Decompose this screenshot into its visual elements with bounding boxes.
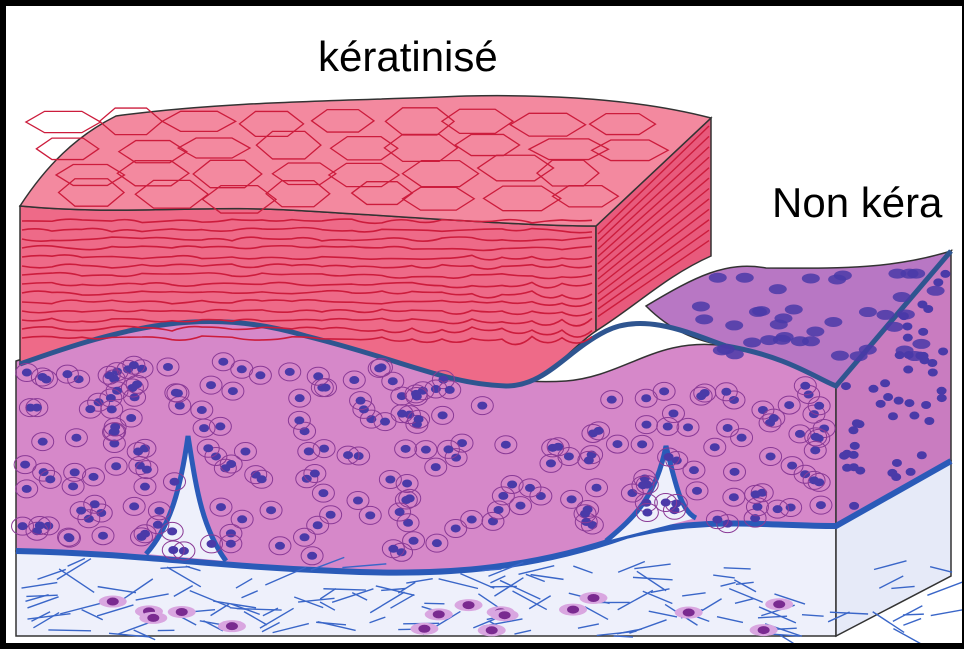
fibroblast bbox=[455, 599, 483, 611]
surface-nucleus bbox=[828, 274, 846, 284]
surface-nucleus bbox=[709, 273, 727, 283]
surface-nucleus bbox=[900, 269, 918, 279]
side-nucleus bbox=[937, 387, 947, 395]
surface-nucleus bbox=[725, 320, 743, 330]
collagen-fiber bbox=[903, 619, 921, 626]
side-nucleus bbox=[876, 400, 886, 408]
side-nucleus bbox=[904, 399, 914, 407]
side-nucleus bbox=[880, 379, 890, 387]
fibroblast bbox=[99, 596, 127, 608]
surface-nucleus bbox=[824, 317, 842, 327]
surface-nucleus bbox=[876, 310, 894, 320]
collagen-fiber bbox=[873, 612, 904, 633]
side-nucleus bbox=[841, 382, 851, 390]
surface-nucleus bbox=[912, 339, 930, 349]
surface-nucleus bbox=[774, 313, 792, 323]
collagen-fiber bbox=[931, 609, 962, 615]
non-keratinized-label: Non kéra bbox=[758, 176, 962, 232]
surface-nucleus bbox=[785, 305, 803, 315]
surface-nucleus bbox=[896, 346, 914, 356]
collagen-fiber bbox=[893, 606, 922, 622]
fibroblast bbox=[491, 609, 519, 621]
surface-nucleus bbox=[743, 337, 761, 347]
surface-nucleus bbox=[893, 292, 911, 302]
collagen-fiber bbox=[48, 630, 91, 631]
side-nucleus bbox=[940, 270, 950, 278]
surface-nucleus bbox=[760, 335, 778, 345]
side-nucleus bbox=[888, 412, 898, 420]
surface-nucleus bbox=[692, 301, 710, 311]
side-nucleus bbox=[868, 385, 878, 393]
side-nucleus bbox=[906, 468, 916, 476]
keratin-cell-outline bbox=[26, 111, 101, 132]
surface-nucleus bbox=[736, 273, 754, 283]
side-nucleus bbox=[902, 322, 912, 330]
surface-nucleus bbox=[791, 336, 809, 346]
side-nucleus bbox=[937, 394, 947, 402]
fibroblast bbox=[478, 624, 506, 636]
fibroblast bbox=[765, 598, 793, 610]
surface-nucleus bbox=[802, 273, 820, 283]
side-nucleus bbox=[855, 420, 865, 428]
side-nucleus bbox=[917, 300, 927, 308]
side-nucleus bbox=[883, 393, 893, 401]
fibroblast bbox=[218, 620, 246, 632]
side-nucleus bbox=[887, 469, 897, 477]
fibroblast bbox=[168, 606, 196, 618]
side-nucleus bbox=[850, 442, 860, 450]
side-nucleus bbox=[921, 401, 931, 409]
surface-nucleus bbox=[859, 307, 877, 317]
surface-nucleus bbox=[831, 351, 849, 361]
fibroblast bbox=[425, 608, 453, 620]
side-nucleus bbox=[924, 417, 934, 425]
side-nucleus bbox=[918, 328, 928, 336]
side-nucleus bbox=[927, 359, 937, 367]
fibroblast bbox=[410, 623, 438, 635]
surface-nucleus bbox=[885, 322, 903, 332]
side-nucleus bbox=[903, 366, 913, 374]
side-nucleus bbox=[909, 412, 919, 420]
surface-nucleus bbox=[752, 306, 770, 316]
fibroblast bbox=[139, 612, 167, 624]
fibroblast bbox=[750, 624, 778, 636]
surface-nucleus bbox=[776, 332, 794, 342]
side-nucleus bbox=[917, 451, 927, 459]
surface-nucleus bbox=[695, 314, 713, 324]
side-nucleus bbox=[892, 459, 902, 467]
epithelium-block-diagram bbox=[6, 6, 962, 643]
fibroblast bbox=[675, 607, 703, 619]
side-nucleus bbox=[849, 502, 859, 510]
surface-nucleus bbox=[850, 351, 868, 361]
surface-nucleus bbox=[806, 327, 824, 337]
surface-nucleus bbox=[927, 286, 945, 296]
keratinized-label: kératinisé bbox=[304, 32, 512, 88]
surface-nucleus bbox=[897, 309, 915, 319]
collagen-fiber bbox=[893, 629, 922, 643]
side-nucleus bbox=[928, 369, 938, 377]
fibroblast bbox=[559, 604, 587, 616]
surface-nucleus bbox=[726, 349, 744, 359]
side-nucleus bbox=[933, 278, 943, 286]
side-nucleus bbox=[938, 347, 948, 355]
surface-nucleus bbox=[769, 284, 787, 294]
side-nucleus bbox=[839, 452, 849, 460]
collagen-fiber bbox=[424, 603, 444, 604]
side-nucleus bbox=[894, 397, 904, 405]
illustration-panel: kératinisé Non kéra bbox=[6, 6, 962, 643]
side-nucleus bbox=[903, 334, 913, 342]
fibroblast bbox=[579, 592, 607, 604]
side-nucleus bbox=[849, 451, 859, 459]
side-nucleus bbox=[849, 463, 859, 471]
